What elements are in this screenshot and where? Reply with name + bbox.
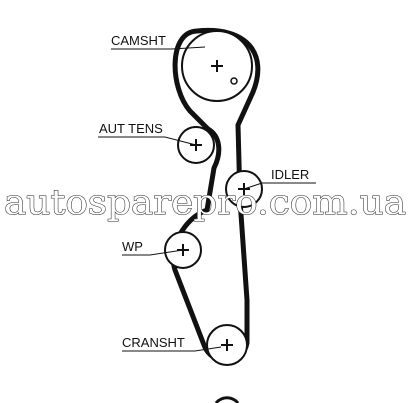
auto-tensioner-leader-line <box>98 136 197 146</box>
crankshaft-pulley <box>206 324 248 366</box>
camshaft-leader-line <box>111 46 206 50</box>
auto-tensioner-label: AUT TENS <box>99 121 163 136</box>
camshaft-label: CAMSHT <box>111 33 166 48</box>
water-pump-label: WP <box>122 239 143 254</box>
crankshaft-leader-line <box>122 346 222 352</box>
idler-leader-line <box>243 182 316 190</box>
camshaft-pulley <box>181 30 253 102</box>
idler-label: IDLER <box>271 167 309 182</box>
water-pump-leader-line <box>122 249 184 256</box>
timing-mark-icon <box>230 77 238 85</box>
watermark-text: autosparepro.com.ua <box>4 183 406 223</box>
partial-pulley-edge <box>214 396 240 403</box>
crankshaft-label: CRANSHT <box>122 335 185 350</box>
